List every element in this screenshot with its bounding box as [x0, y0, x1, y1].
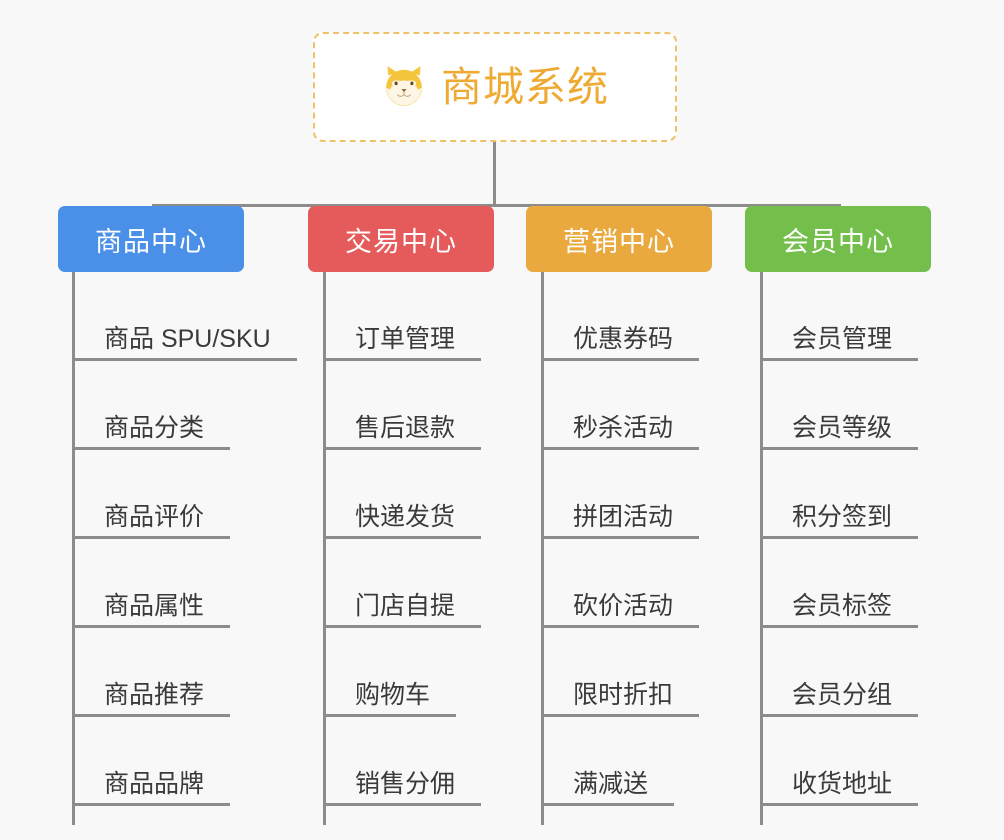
- leaf-item[interactable]: 会员管理: [760, 272, 919, 361]
- branch-node-label: 营销中心: [563, 226, 675, 257]
- leaf-item[interactable]: 会员标签: [760, 539, 919, 628]
- leaf-item-label: 商品 SPU/SKU: [104, 325, 271, 354]
- leaf-item[interactable]: 秒杀活动: [541, 361, 700, 450]
- branch-node-label: 交易中心: [345, 226, 457, 257]
- leaf-item-label: 会员分组: [792, 681, 893, 710]
- leaf-item-label: 订单管理: [355, 325, 456, 354]
- leaf-item-label: 商品品牌: [104, 770, 205, 799]
- leaf-item-label: 门店自提: [355, 592, 456, 621]
- leaf-item-label: 商品推荐: [104, 681, 205, 710]
- leaf-item-label: 购物车: [355, 681, 431, 710]
- leaf-item[interactable]: 商品属性: [72, 539, 231, 628]
- root-node[interactable]: 商城系统: [313, 32, 677, 142]
- branch-node-label: 商品中心: [95, 226, 207, 257]
- leaf-item-label: 会员标签: [792, 592, 893, 621]
- branch-spine-3: [541, 272, 544, 825]
- leaf-item-label: 限时折扣: [573, 681, 674, 710]
- branch-spine-2: [323, 272, 326, 825]
- leaf-item-label: 积分签到: [792, 503, 893, 532]
- leaf-item[interactable]: 售后退款: [323, 361, 482, 450]
- branch-node-3[interactable]: 营销中心: [526, 206, 712, 272]
- leaf-item[interactable]: 收货地址: [760, 717, 919, 806]
- leaf-list-1: 商品 SPU/SKU 商品分类 商品评价 商品属性 商品推荐 商品品牌: [72, 272, 297, 806]
- branch-node-4[interactable]: 会员中心: [745, 206, 931, 272]
- leaf-item-label: 销售分佣: [355, 770, 456, 799]
- leaf-item-label: 砍价活动: [573, 592, 674, 621]
- leaf-item[interactable]: 会员等级: [760, 361, 919, 450]
- leaf-item-label: 售后退款: [355, 414, 456, 443]
- leaf-item-label: 收货地址: [792, 770, 893, 799]
- leaf-item-label: 拼团活动: [573, 503, 674, 532]
- leaf-item-label: 快递发货: [355, 503, 456, 532]
- leaf-item[interactable]: 商品评价: [72, 450, 231, 539]
- leaf-list-2: 订单管理 售后退款 快递发货 门店自提 购物车 销售分佣: [323, 272, 482, 806]
- branch-spine-1: [72, 272, 75, 825]
- leaf-item-label: 商品分类: [104, 414, 205, 443]
- root-title: 商城系统: [441, 63, 609, 110]
- leaf-item-label: 满减送: [573, 770, 649, 799]
- leaf-item-label: 秒杀活动: [573, 414, 674, 443]
- branch-spine-4: [760, 272, 763, 825]
- leaf-item-label: 优惠券码: [573, 325, 674, 354]
- leaf-item-label: 商品属性: [104, 592, 205, 621]
- branch-node-2[interactable]: 交易中心: [308, 206, 494, 272]
- leaf-item[interactable]: 商品品牌: [72, 717, 231, 806]
- leaf-item[interactable]: 优惠券码: [541, 272, 700, 361]
- branch-bus-line: [152, 204, 841, 207]
- leaf-item[interactable]: 销售分佣: [323, 717, 482, 806]
- leaf-item[interactable]: 门店自提: [323, 539, 482, 628]
- leaf-item[interactable]: 订单管理: [323, 272, 482, 361]
- root-stem-line: [493, 142, 496, 206]
- leaf-item-label: 会员等级: [792, 414, 893, 443]
- leaf-item[interactable]: 购物车: [323, 628, 457, 717]
- leaf-item[interactable]: 商品 SPU/SKU: [72, 272, 297, 361]
- branch-node-label: 会员中心: [782, 226, 894, 257]
- leaf-item[interactable]: 会员分组: [760, 628, 919, 717]
- leaf-item-label: 会员管理: [792, 325, 893, 354]
- leaf-item[interactable]: 砍价活动: [541, 539, 700, 628]
- leaf-item[interactable]: 限时折扣: [541, 628, 700, 717]
- leaf-item[interactable]: 满减送: [541, 717, 675, 806]
- leaf-item-label: 商品评价: [104, 503, 205, 532]
- shiba-dog-face-icon: [386, 66, 422, 106]
- leaf-list-3: 优惠券码 秒杀活动 拼团活动 砍价活动 限时折扣 满减送: [541, 272, 700, 806]
- branch-node-1[interactable]: 商品中心: [58, 206, 244, 272]
- leaf-item[interactable]: 积分签到: [760, 450, 919, 539]
- leaf-item[interactable]: 商品推荐: [72, 628, 231, 717]
- leaf-list-4: 会员管理 会员等级 积分签到 会员标签 会员分组 收货地址: [760, 272, 919, 806]
- leaf-item[interactable]: 快递发货: [323, 450, 482, 539]
- leaf-item[interactable]: 拼团活动: [541, 450, 700, 539]
- leaf-item[interactable]: 商品分类: [72, 361, 231, 450]
